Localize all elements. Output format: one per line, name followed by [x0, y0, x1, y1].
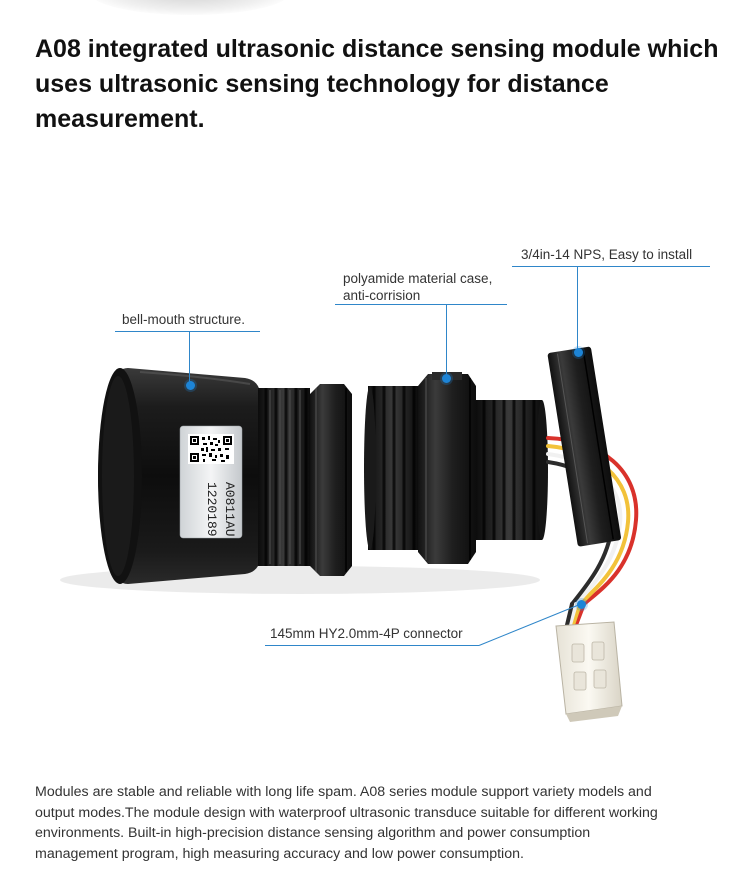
callout-nps-text: 3/4in-14 NPS, Easy to install: [521, 247, 693, 262]
description-line-3: environments. Built-in high-precision di…: [35, 825, 591, 841]
headline-line-3: measurement.: [35, 105, 205, 133]
connector-plug: [555, 621, 623, 722]
lock-nut: [547, 346, 621, 547]
marker-nps: [573, 347, 583, 357]
fitting-rear-threads: [476, 400, 548, 540]
fitting-hex-nut: [418, 372, 476, 564]
housing-hex-nut: [310, 384, 352, 576]
leader-stem-case: [446, 304, 447, 379]
housing-threads: [258, 388, 310, 566]
description-line-1: Modules are stable and reliable with lon…: [35, 784, 652, 800]
headline: A08 integrated ultrasonic distance sensi…: [35, 32, 735, 137]
fitting-front-threads: [364, 386, 418, 550]
leader-stem-bell-mouth: [189, 331, 190, 385]
leader-line-nps: [512, 266, 710, 267]
callout-case-line1: polyamide material case,: [343, 271, 493, 286]
callout-connector-text: 145mm HY2.0mm-4P connector: [270, 626, 463, 641]
callout-nps: 3/4in-14 NPS, Easy to install: [521, 246, 692, 263]
label-serial: 1220189: [204, 482, 219, 537]
marker-bell-mouth: [185, 380, 195, 390]
callout-bell-mouth-text: bell-mouth structure.: [122, 312, 246, 327]
leader-line-bell-mouth: [115, 331, 260, 332]
description-line-2: output modes.The module design with wate…: [35, 804, 658, 821]
leader-line-case: [335, 304, 507, 305]
callout-case: polyamide material case, anti-corrision: [343, 270, 492, 304]
label-model: A0811AU: [222, 482, 237, 537]
leader-stem-nps: [577, 266, 578, 352]
leader-line-connector: [265, 645, 479, 646]
callout-bell-mouth: bell-mouth structure.: [122, 311, 245, 328]
headline-line-2: uses ultrasonic sensing technology for d…: [35, 70, 609, 98]
callout-connector: 145mm HY2.0mm-4P connector: [270, 625, 463, 642]
marker-connector: [576, 599, 586, 609]
product-label: [179, 425, 243, 539]
callout-case-line2: anti-corrision: [343, 288, 421, 303]
headline-line-1: A08 integrated ultrasonic distance sensi…: [35, 35, 719, 63]
qr-code-icon: [188, 434, 234, 464]
description-line-4: management program, high measuring accur…: [35, 845, 524, 862]
description-paragraph: Modules are stable and reliable with lon…: [35, 782, 725, 864]
top-shadow: [90, 0, 290, 15]
marker-case: [441, 373, 451, 383]
